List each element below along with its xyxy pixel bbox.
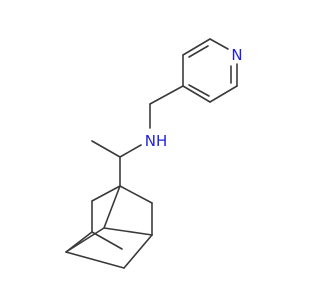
bond-ad-1 [91, 185, 121, 202]
ethyl-fragment [91, 140, 142, 187]
adamantane-cage [65, 185, 153, 269]
bond-ad-8 [65, 227, 105, 253]
bond-ad-9 [103, 227, 153, 236]
methylene-linker [149, 85, 184, 129]
bond-c4-c5 [182, 85, 211, 103]
bond-ad-11 [65, 251, 125, 269]
bond-c5-c6 [209, 85, 238, 103]
bond-n1-c2 [209, 38, 229, 50]
bond-ad-7 [91, 231, 123, 250]
molecule-drawing: N NH [65, 38, 243, 269]
bond-ad-10 [123, 234, 153, 269]
bond-nh-ch [119, 144, 142, 158]
pyridine-nitrogen-label: N [231, 46, 242, 64]
bond-ad-2 [119, 185, 153, 204]
amine-nh-label: NH [145, 132, 168, 150]
pyridine-ring [182, 38, 238, 103]
structure-canvas: N NH [65, 38, 243, 269]
bond-ad-3 [103, 185, 121, 229]
bond-ch-methyl [91, 140, 121, 158]
bond-c2-c3 [182, 38, 211, 56]
bond-ring-ch2 [149, 85, 184, 105]
double-bond-c4-c5 [188, 84, 210, 97]
double-bond-c2-c3 [188, 45, 209, 58]
